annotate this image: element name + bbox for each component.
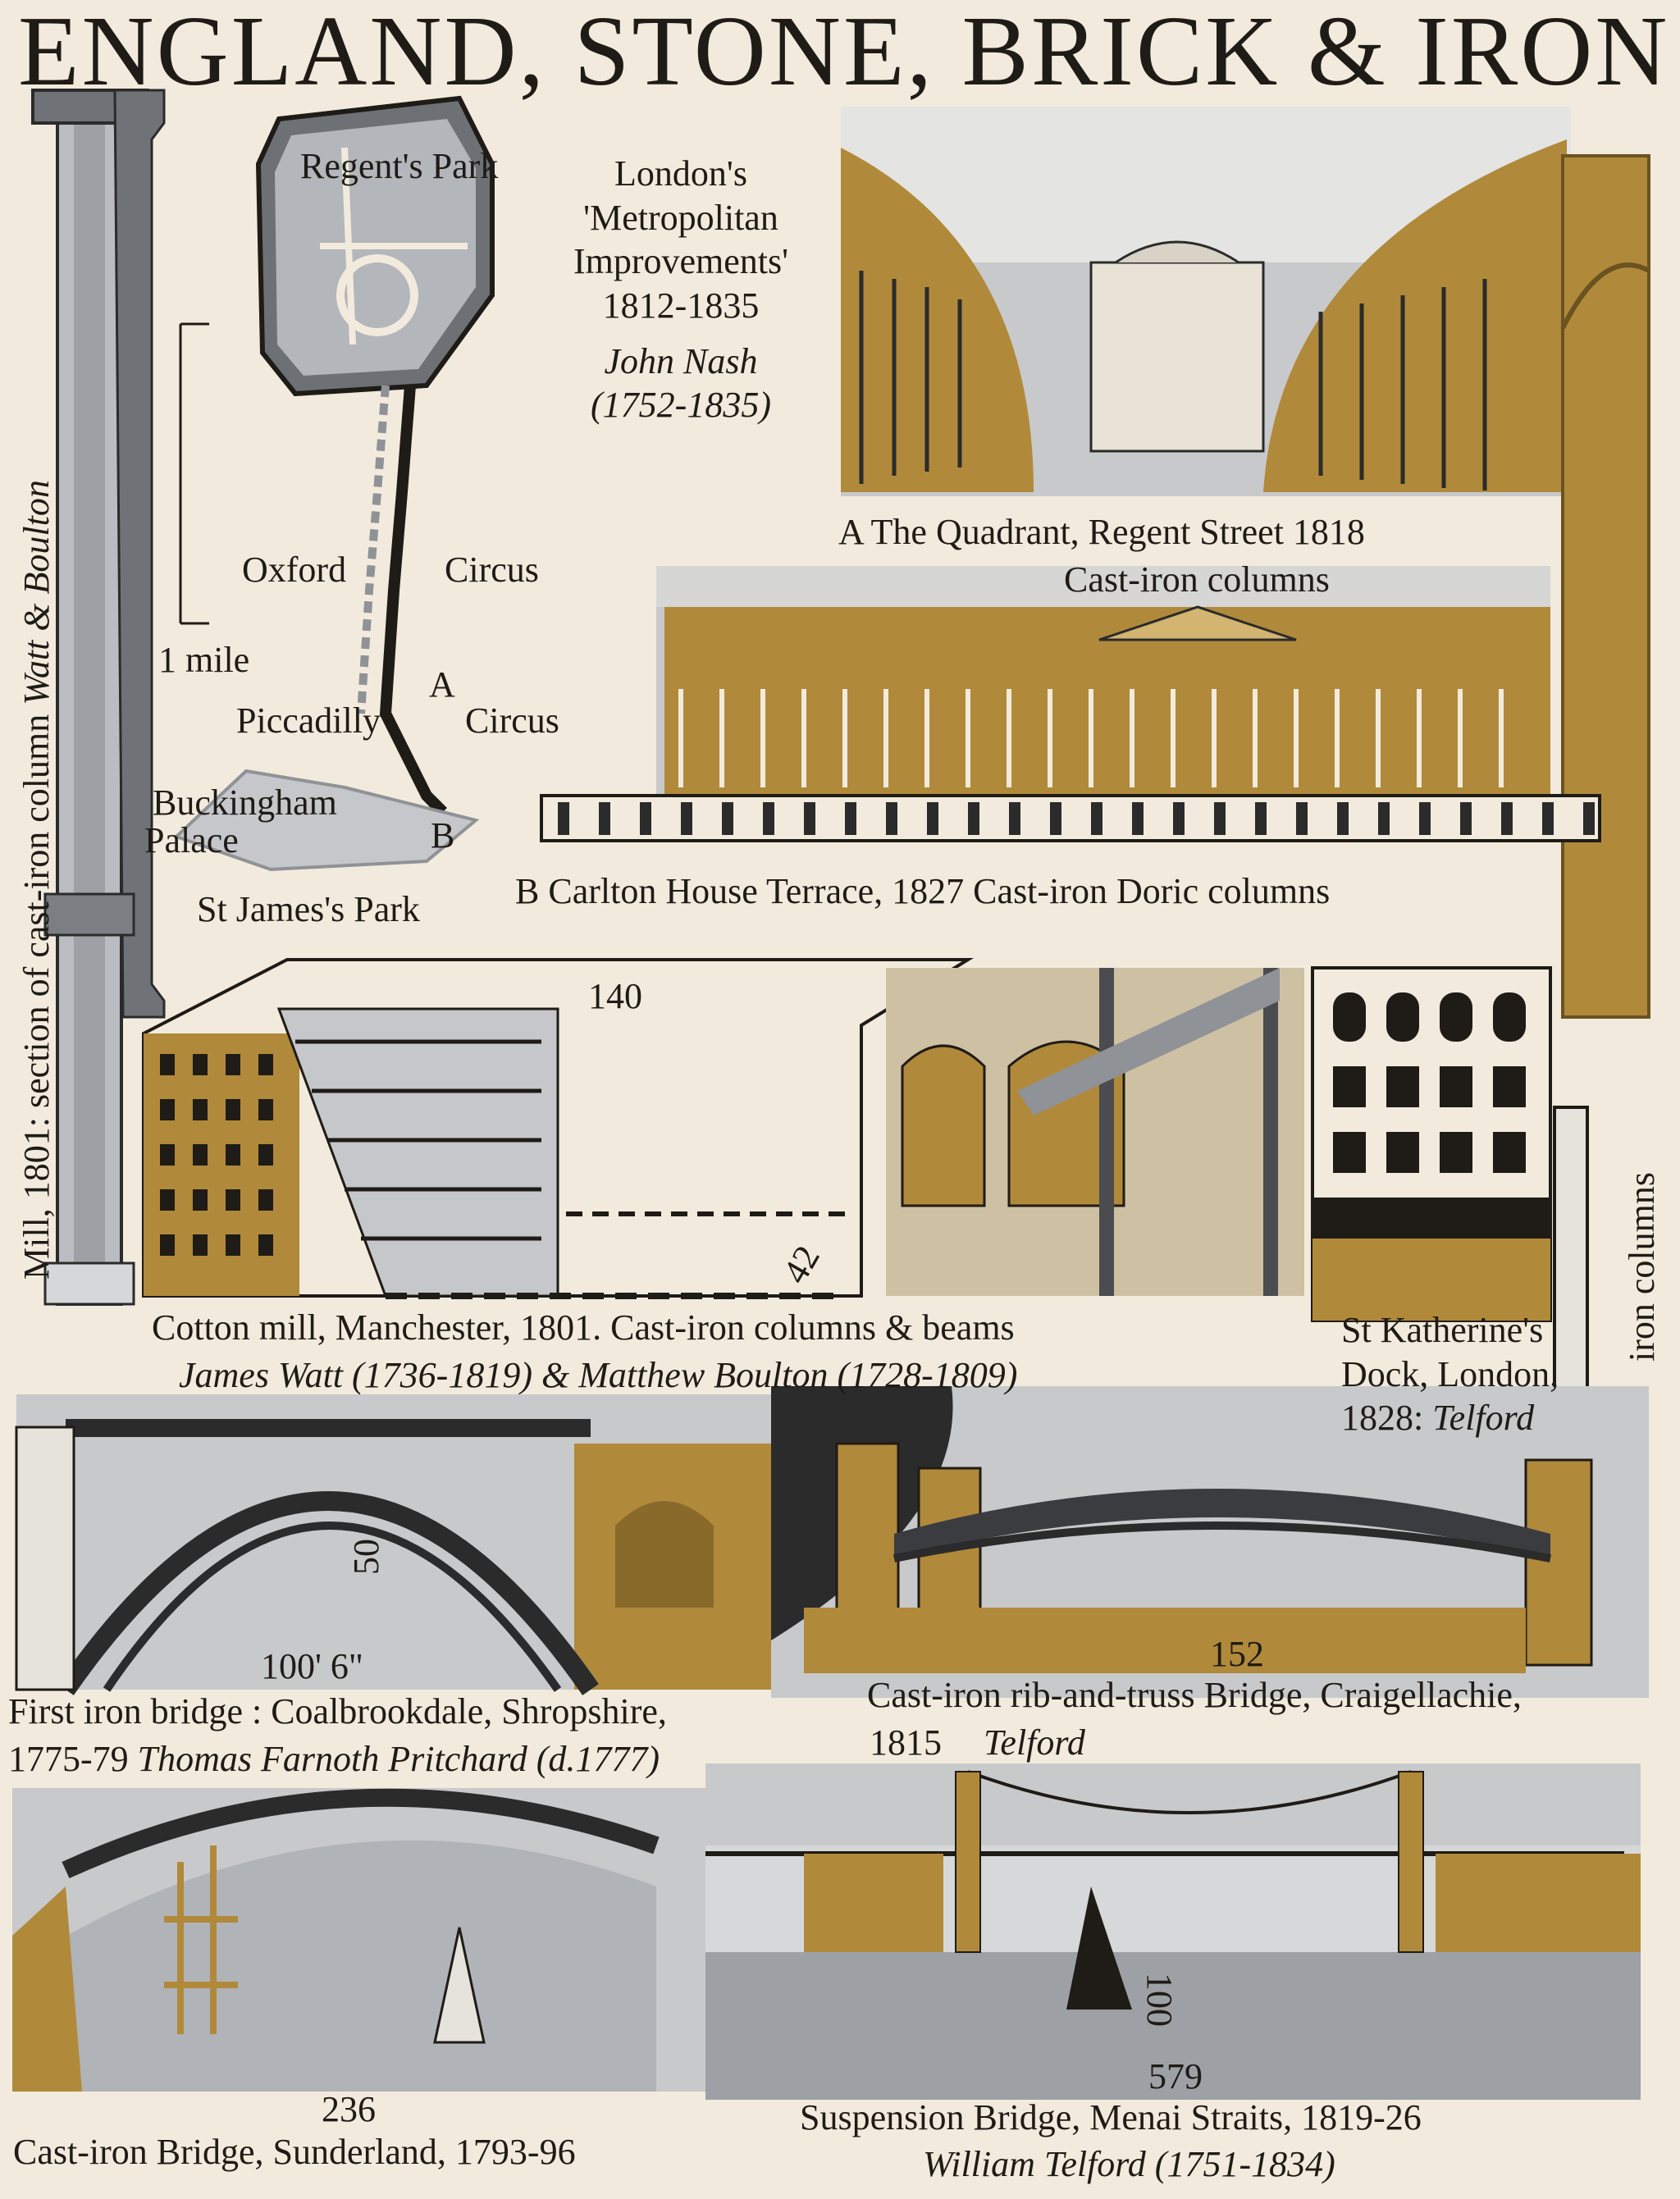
dock-line3: 1828: Telford — [1341, 1396, 1559, 1440]
metropolitan-line1: London's — [614, 153, 747, 194]
metropolitan-years: 1812-1835 — [602, 285, 760, 326]
quadrant-illustration — [841, 107, 1571, 496]
st-katherines-dock-illustration — [1311, 966, 1589, 1437]
column-caption-text: section of cast-iron column — [16, 714, 57, 1108]
craigellachie-credits: 1815 Telford — [870, 1721, 1085, 1765]
map-buckingham: Buckingham — [153, 782, 337, 823]
column-caption-prefix: Mill, 1801: — [16, 1116, 57, 1280]
map-oxford: Oxford — [242, 550, 347, 590]
quadrant-caption: A The Quadrant, Regent Street 1818 — [838, 512, 1365, 552]
dock-year: 1828: — [1341, 1398, 1424, 1439]
coalbrookdale-caption: First iron bridge : Coalbrookdale, Shrop… — [8, 1691, 667, 1731]
cotton-mill-illustration — [142, 958, 975, 1299]
coalbrookdale-years: 1775-79 — [8, 1739, 129, 1779]
dock-engineer: Telford — [1432, 1398, 1535, 1439]
mill-dim-top: 140 — [588, 976, 642, 1016]
carlton-caption: B Carlton House Terrace, 1827 Cast-iron … — [515, 871, 1331, 911]
menai-bridge-illustration — [705, 1763, 1641, 2100]
brick-arch-side — [1560, 154, 1650, 1019]
map-palace: Palace — [144, 820, 239, 860]
quadrant-subcaption: Cast-iron columns — [1064, 559, 1330, 600]
menai-dim-height: 100 — [1139, 1973, 1180, 2027]
metropolitan-architect: John Nash — [604, 340, 758, 381]
metropolitan-line2: 'Metropolitan — [583, 197, 778, 238]
menai-caption: Suspension Bridge, Menai Straits, 1819-2… — [800, 2097, 1422, 2137]
map-piccadilly: Piccadilly — [236, 700, 381, 741]
mill-caption: Cotton mill, Manchester, 1801. Cast-iron… — [152, 1307, 1015, 1348]
dock-line1: St Katherine's — [1341, 1310, 1544, 1350]
page-title: ENGLAND, STONE, BRICK & IRON — [18, 0, 1670, 107]
dock-caption: St Katherine's Dock, London, 1828: Telfo… — [1341, 1308, 1559, 1440]
dock-side-label: iron columns — [1622, 1172, 1662, 1362]
dock-line2: Dock, London, — [1341, 1353, 1559, 1394]
coalbrookdale-credits: 1775-79 Thomas Farnoth Pritchard (d.1777… — [8, 1737, 660, 1782]
metropolitan-line3: Improvements' — [573, 241, 789, 282]
sunderland-caption: Cast-iron Bridge, Sunderland, 1793-96 — [13, 2132, 576, 2172]
brick-columns-illustration — [886, 968, 1304, 1296]
menai-dim-span: 579 — [1148, 2056, 1203, 2096]
metropolitan-architect-years: (1752-1835) — [591, 385, 771, 426]
menai-designer: William Telford (1751-1834) — [923, 2144, 1335, 2184]
craigellachie-year: 1815 — [870, 1722, 942, 1763]
map-marker-b: B — [431, 815, 455, 855]
cast-iron-column-section — [31, 89, 166, 1306]
craigellachie-caption: Cast-iron rib-and-truss Bridge, Craigell… — [867, 1675, 1522, 1715]
coalbrookdale-dim-span: 100' 6" — [261, 1646, 363, 1686]
column-section-caption: Mill, 1801: section of cast-iron column … — [15, 480, 59, 1280]
map-circus-b: Circus — [465, 700, 559, 741]
mill-credits: James Watt (1736-1819) & Matthew Boulton… — [179, 1355, 1018, 1395]
sunderland-dim-span: 236 — [322, 2089, 376, 2129]
craigellachie-bridge-illustration — [771, 1386, 1649, 1698]
regents-park-map — [173, 95, 495, 872]
map-regents-park: Regent's Park — [300, 146, 499, 186]
map-marker-a: A — [429, 664, 455, 705]
metropolitan-block: London's 'Metropolitan Improvements' 181… — [558, 152, 804, 427]
map-scale: 1 mile — [158, 640, 250, 680]
carlton-terrace-illustration — [540, 566, 1601, 842]
map-circus-a: Circus — [445, 550, 539, 590]
craigellachie-designer: Telford — [984, 1722, 1085, 1763]
column-caption-makers: Watt & Boulton — [16, 480, 57, 705]
coalbrookdale-bridge-illustration — [15, 1394, 829, 1695]
coalbrookdale-dim-height: 50 — [346, 1539, 386, 1575]
coalbrookdale-designer: Thomas Farnoth Pritchard (d.1777) — [137, 1739, 660, 1779]
map-st-james: St James's Park — [197, 889, 420, 929]
craigellachie-dim-span: 152 — [1210, 1634, 1264, 1674]
sunderland-bridge-illustration — [12, 1788, 710, 2092]
